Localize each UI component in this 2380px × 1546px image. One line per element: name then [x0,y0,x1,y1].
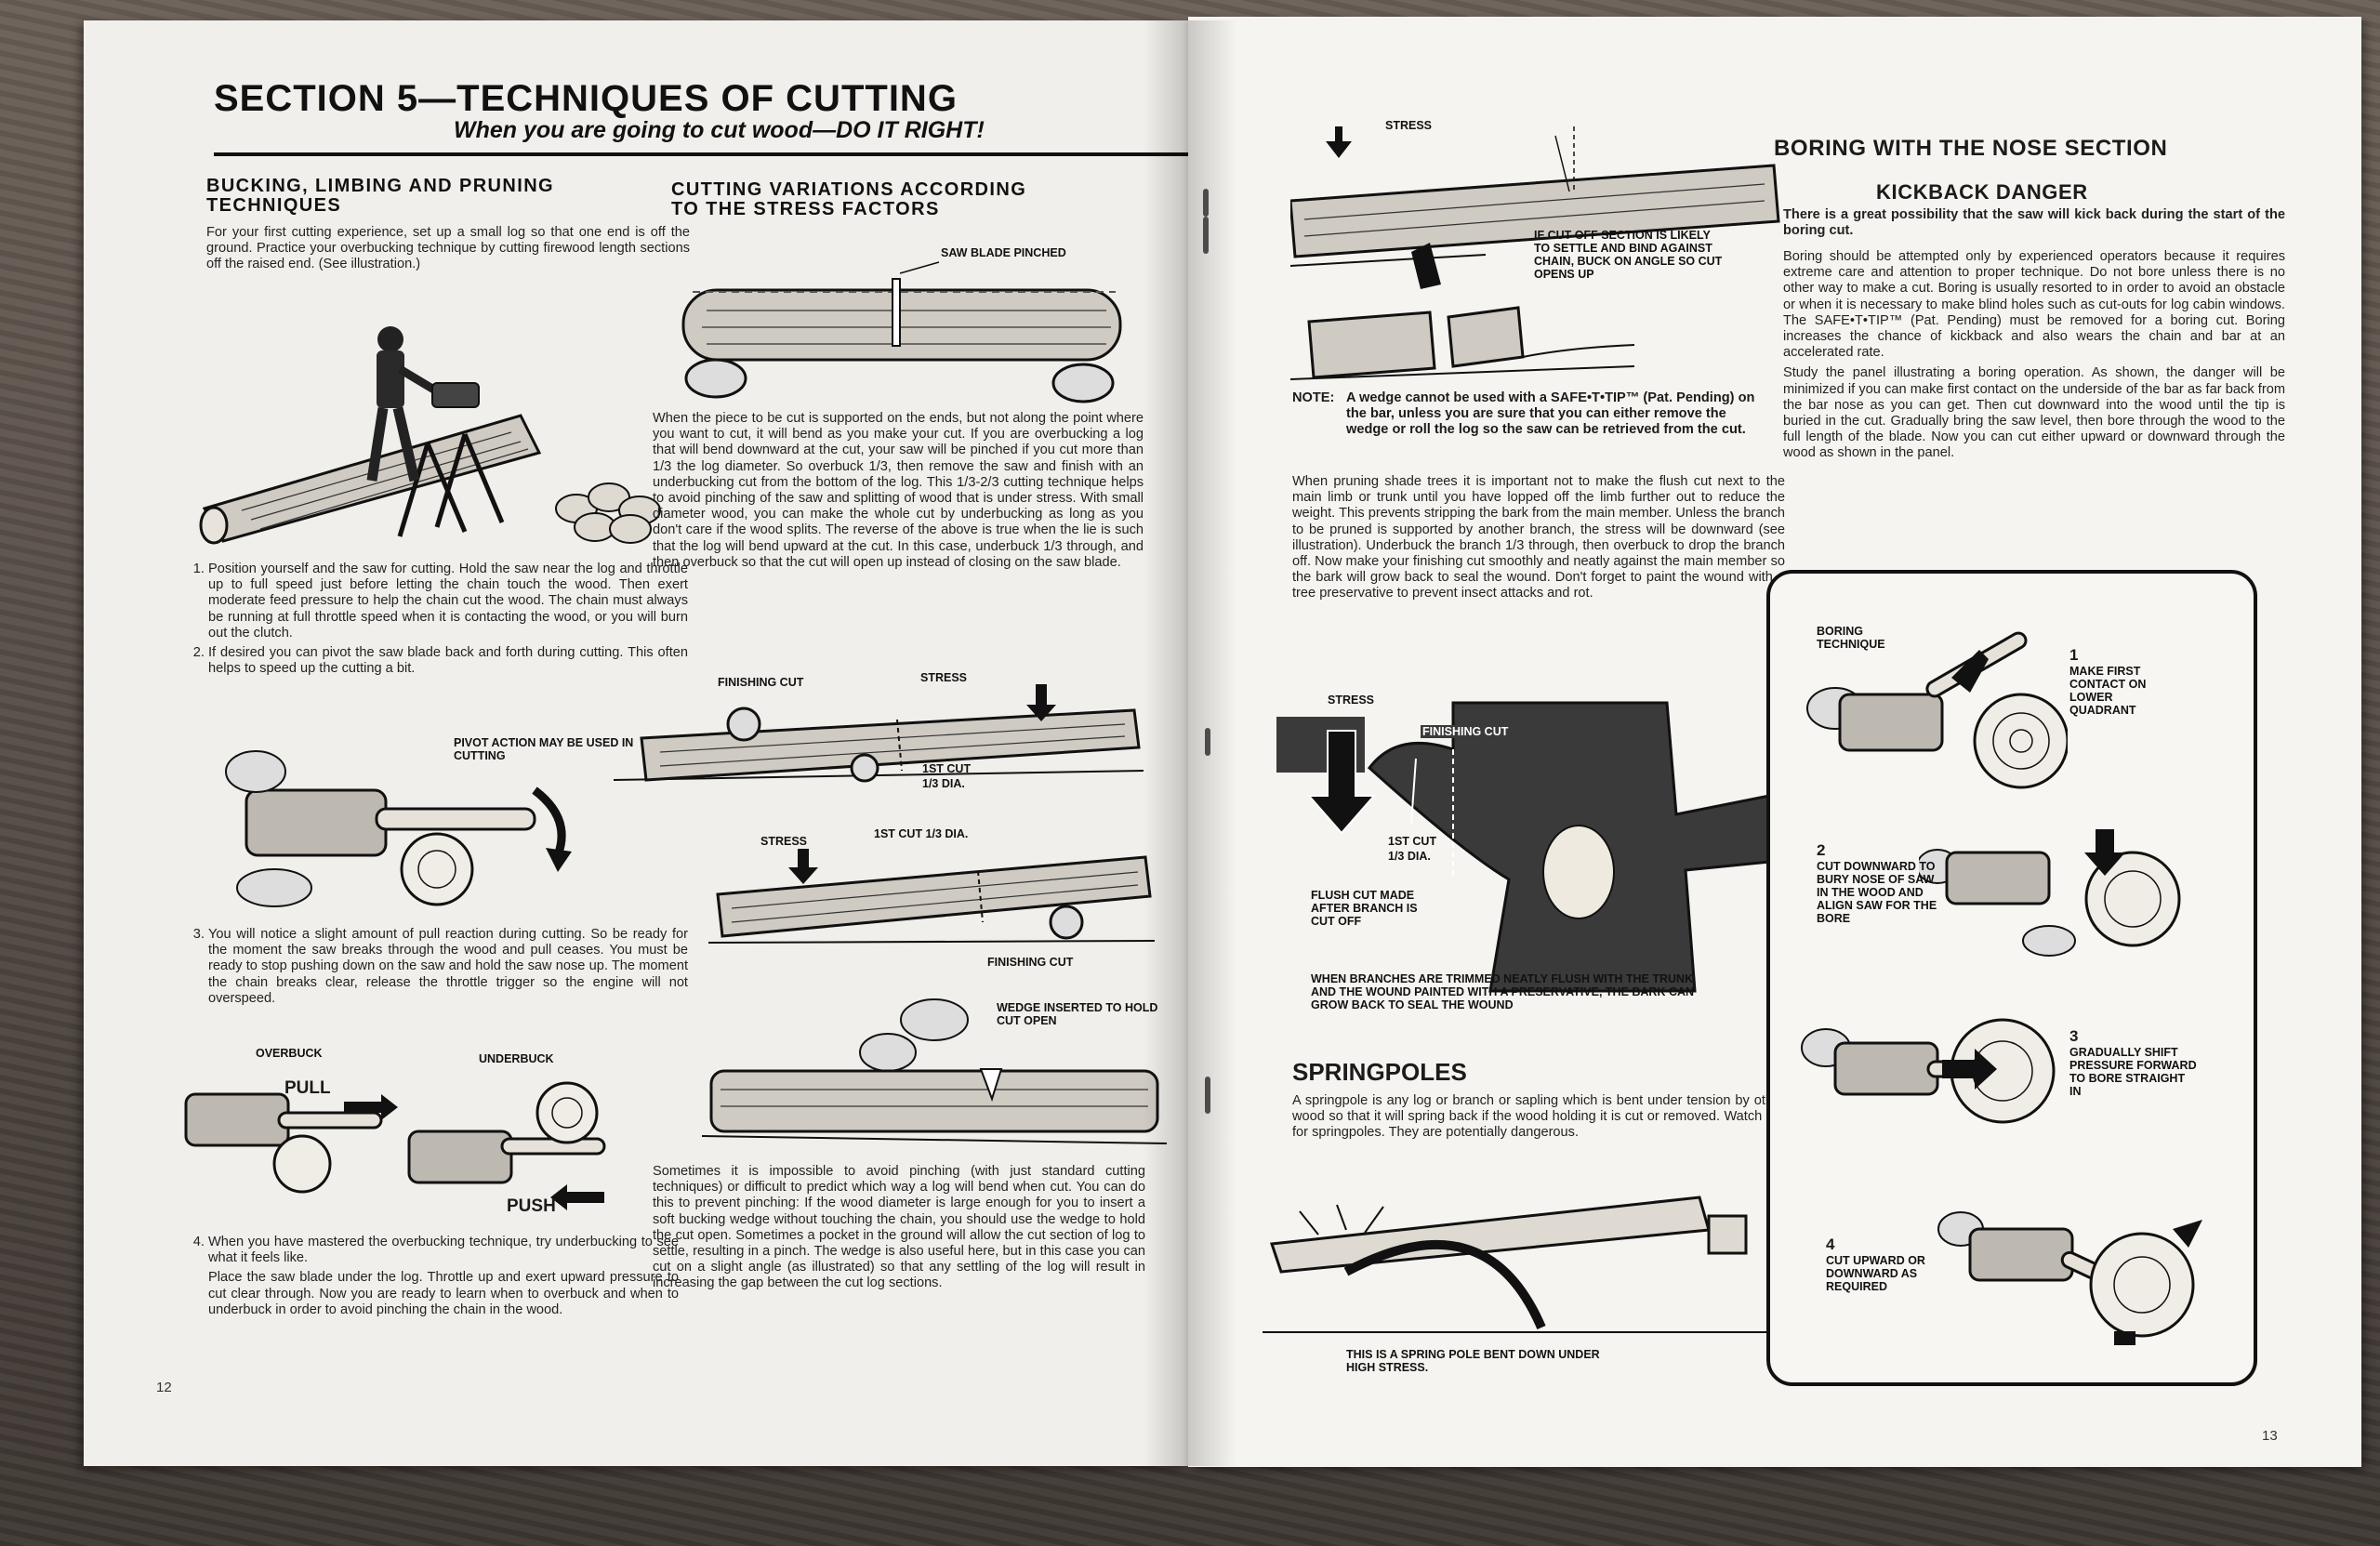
step-2-caption: CUT DOWNWARD TO BURY NOSE OF SAW IN THE … [1817,860,1937,925]
pruning-tree-illustration [1276,701,1780,993]
note-label: NOTE: [1292,390,1335,405]
manual-page-right: STRESS IF CUT-OFF SECTION IS LIKELY TO S… [1188,17,2361,1467]
page-number-right: 13 [2262,1428,2278,1444]
pruning-text: When pruning shade trees it is important… [1292,474,1785,601]
stress-paragraph-1: When the piece to be cut is supported on… [653,411,1144,575]
boring-technique-panel: BORING TECHNIQUE 1 MAKE FIRST CONTACT ON… [1766,570,2257,1386]
kickback-heading: KICKBACK DANGER [1876,180,2088,204]
binding-mark [1203,217,1209,254]
step-4a: When you have mastered the overbucking t… [208,1235,679,1266]
bucking-step-4: When you have mastered the overbucking t… [186,1235,679,1323]
finishing-cut-bottom-label: FINISHING CUT [987,956,1074,969]
book-gutter-shadow [1144,20,1236,1466]
boring-paragraphs: Boring should be attempted only by exper… [1783,249,2285,467]
binding-mark [1203,189,1209,217]
bucking-heading: BUCKING, LIMBING AND PRUNING TECHNIQUES [206,177,690,216]
binding-mark [1205,728,1210,756]
stress-heading: CUTTING VARIATIONS ACCORDING TO THE STRE… [671,180,1155,219]
first-cut-label: 1st CUT [922,762,972,775]
finishing-cut-top-label: FINISHING CUT [718,676,804,689]
underbuck-stress-illustration [708,849,1155,944]
pull-label: PULL [284,1078,331,1098]
stress-label-right: STRESS [1385,119,1433,132]
tree-caption: WHEN BRANCHES ARE TRIMMED NEATLY FLUSH W… [1311,972,1695,1011]
tree-stress-label: STRESS [1328,694,1375,707]
bucking-steps-1-2: Position yourself and the saw for cuttin… [186,562,688,681]
bucking-heading-line1: BUCKING, LIMBING AND PRUNING [206,176,555,196]
overbuck-label: OVERBUCK [256,1047,323,1060]
step-1-caption: MAKE FIRST CONTACT ON LOWER QUADRANT [2069,665,2147,717]
note-text: A wedge cannot be used with a SAFE•T•TIP… [1346,390,1755,438]
springpoles-text: A springpole is any log or branch or sap… [1292,1093,1785,1141]
stress-paragraph-2: Sometimes it is impossible to avoid pinc… [653,1164,1145,1297]
section-subtitle: When you are going to cut wood—DO IT RIG… [454,117,985,143]
overbucking-illustration [199,326,661,545]
saw-blade-pinched-caption: SAW BLADE PINCHED [941,246,1066,259]
wedge-illustration [702,998,1167,1144]
binding-mark [1205,1077,1210,1114]
bucking-intro-text: For your first cutting experience, set u… [206,225,690,272]
angle-cut-illustration [1290,126,1780,380]
stress-para-2-text: Sometimes it is impossible to avoid pinc… [653,1164,1145,1291]
tree-first-cut-label: 1st CUT [1388,835,1437,848]
springpoles-paragraph: A springpole is any log or branch or sap… [1292,1093,1785,1146]
stress-second-label: STRESS [760,835,808,848]
step-1-number: 1 [2069,646,2079,664]
step-1: Position yourself and the saw for cuttin… [208,562,688,641]
boring-step-4-illustration [1937,1211,2202,1345]
first-cut-full-label: 1st CUT 1/3 dia. [874,827,969,840]
kickback-warning: There is a great possibility that the sa… [1783,207,2285,239]
section-rule [214,152,1188,156]
pruning-paragraph: When pruning shade trees it is important… [1292,474,1785,607]
section-title: SECTION 5—TECHNIQUES OF CUTTING [214,78,958,119]
note-block: NOTE: A wedge cannot be used with a SAFE•… [1292,390,1785,439]
boring-para-1: Boring should be attempted only by exper… [1783,249,2285,361]
boring-step-1-illustration [1806,631,2068,789]
bucking-heading-line2: TECHNIQUES [206,195,342,216]
step-2: If desired you can pivot the saw blade b… [208,645,688,677]
step-3-number: 3 [2069,1027,2079,1045]
boring-step-2-illustration [1919,829,2181,957]
step-4-caption: CUT UPWARD OR DOWNWARD AS REQUIRED [1826,1254,1925,1293]
springpole-caption: THIS IS A SPRING POLE BENT DOWN UNDER HI… [1346,1348,1600,1374]
panel-title: BORING TECHNIQUE [1817,625,1885,651]
stress-heading-line2: TO THE STRESS FACTORS [671,199,940,219]
tree-finishing-cut-label: FINISHING CUT [1421,725,1511,738]
tree-third-dia-label: 1/3 dia. [1388,850,1431,863]
step-4-number: 4 [1826,1235,1835,1253]
manual-page-left: SECTION 5—TECHNIQUES OF CUTTING When you… [84,20,1188,1466]
springpoles-heading: SPRINGPOLES [1292,1058,1467,1086]
flush-cut-caption: FLUSH CUT MADE AFTER BRANCH IS CUT OFF [1311,889,1418,928]
stress-para-1-text: When the piece to be cut is supported on… [653,411,1144,570]
third-dia-label: 1/3 dia. [922,777,965,790]
bucking-intro: For your first cutting experience, set u… [206,225,690,278]
step-2-number: 2 [1817,841,1826,859]
wedge-caption: WEDGE INSERTED TO HOLD CUT OPEN [997,1001,1158,1027]
page-number-left: 12 [156,1380,172,1395]
pinched-log-illustration [681,261,1122,403]
push-label: PUSH [507,1196,556,1216]
stress-heading-line1: CUTTING VARIATIONS ACCORDING [671,179,1027,200]
boring-step-3-illustration [1801,1018,2056,1124]
stress-top-label: STRESS [920,671,968,684]
pivot-caption: PIVOT ACTION MAY BE USED IN CUTTING [454,736,634,762]
overbuck-underbuck-illustration [184,1081,606,1210]
bucking-step-3: You will notice a slight amount of pull … [186,927,688,1011]
boring-para-2: Study the panel illustrating a boring op… [1783,365,2285,461]
cutoff-caption: IF CUT-OFF SECTION IS LIKELY TO SETTLE A… [1534,229,1723,281]
boring-heading: BORING WITH THE NOSE SECTION [1774,136,2168,161]
underbuck-label: UNDERBUCK [479,1052,554,1065]
finishing-cut-illustration [613,684,1144,783]
step-4b: Place the saw blade under the log. Throt… [208,1270,679,1317]
springpole-illustration [1263,1196,1783,1333]
step-3: You will notice a slight amount of pull … [208,927,688,1007]
pivot-action-illustration [225,750,572,907]
step-3-caption: GRADUALLY SHIFT PRESSURE FORWARD TO BORE… [2069,1046,2197,1098]
